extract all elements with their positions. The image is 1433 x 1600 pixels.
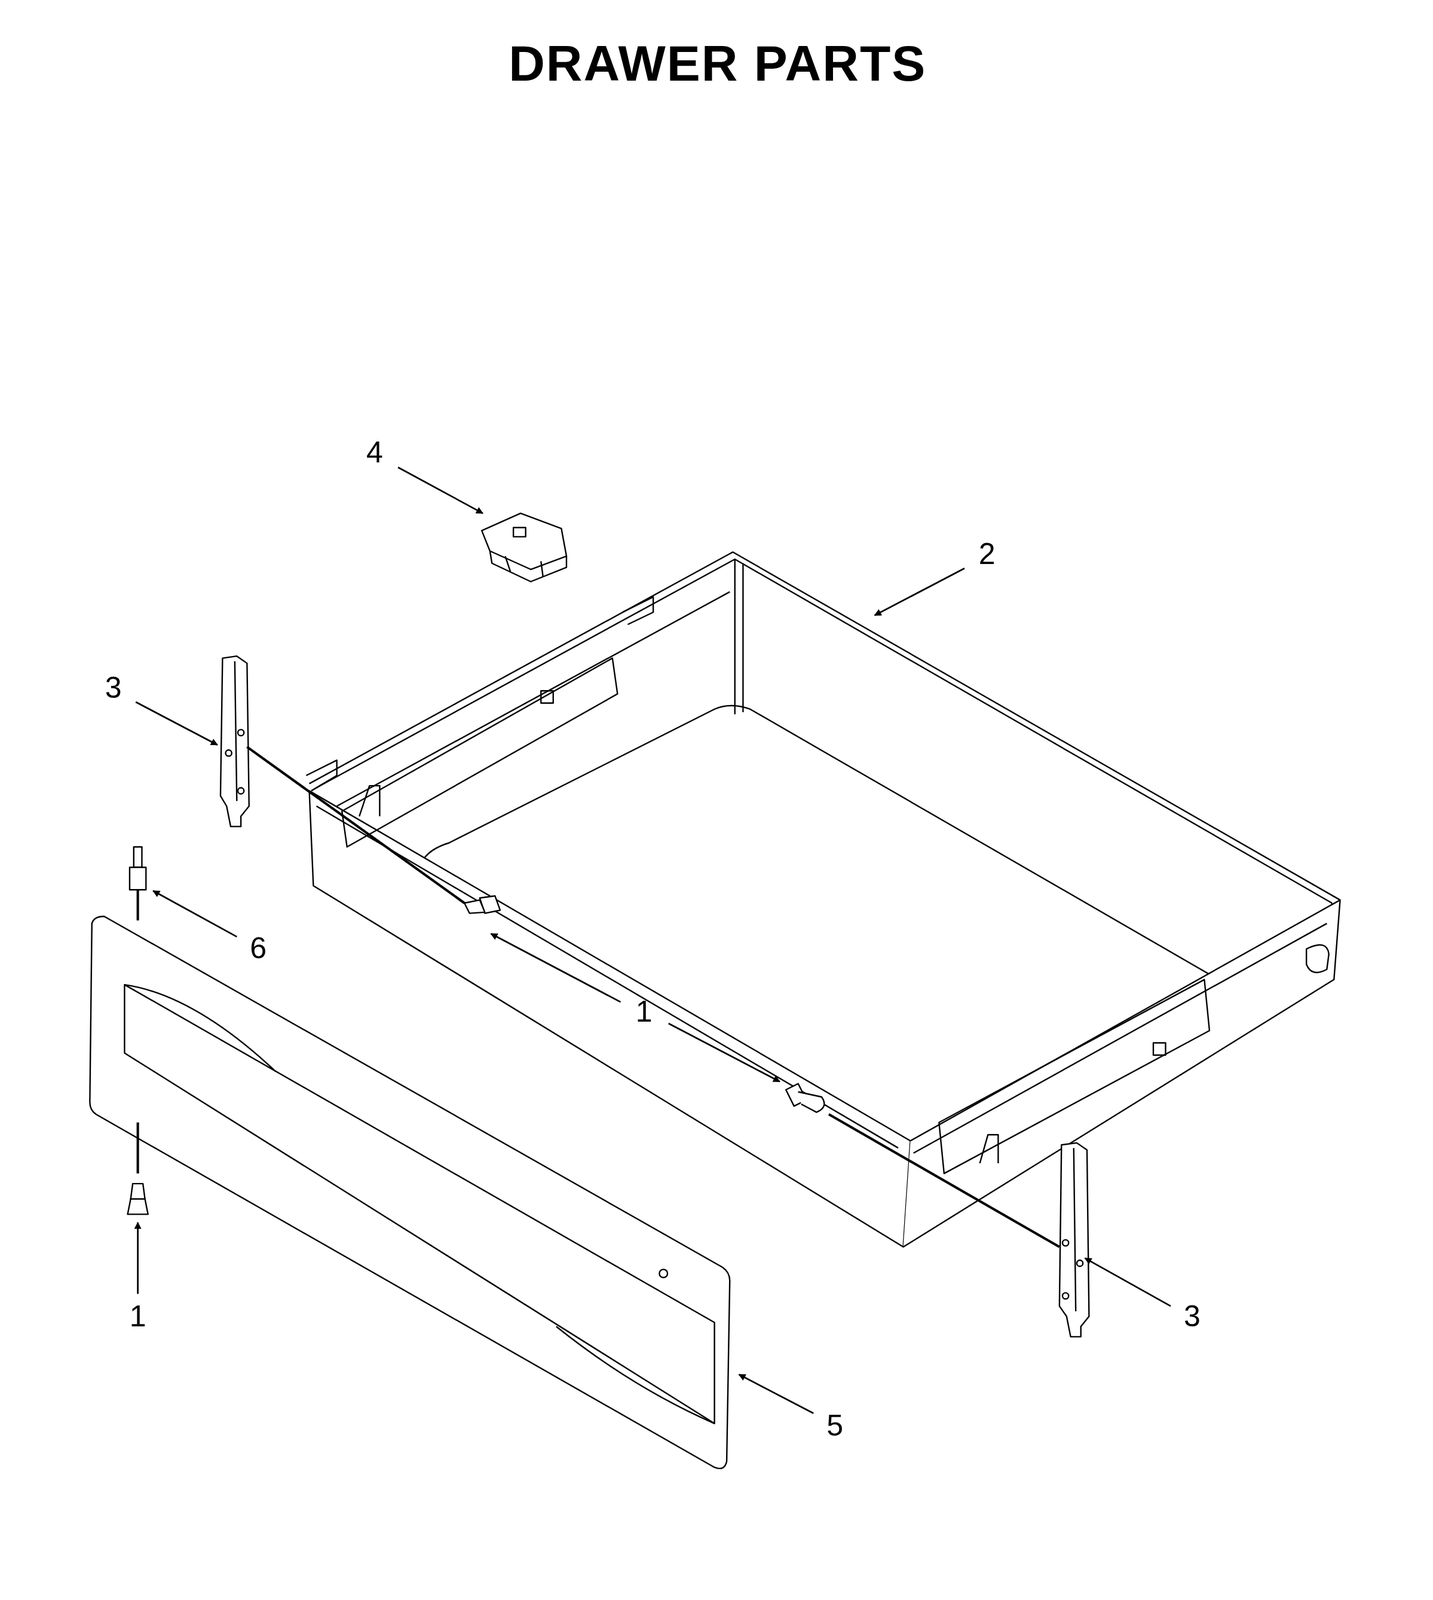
screw-part [127,896,825,1215]
bracket-part [481,513,567,582]
drawer-front [89,916,730,1469]
callout-number: 2 [978,539,996,569]
callout-number: 5 [826,1410,844,1441]
slide-rail [1059,1143,1090,1338]
assembly-line [246,746,1059,1248]
callout-number: 1 [635,996,653,1027]
callout-number: 3 [1183,1301,1201,1332]
callout-number: 4 [366,437,384,468]
diagram-title: DRAWER PARTS [508,38,927,89]
callout-number: 1 [129,1301,147,1332]
leader-arrow [135,467,1171,1414]
pin-part [129,847,146,921]
slide-rail [220,656,250,827]
callout-number: 3 [105,672,122,703]
callout-number: 6 [249,933,267,964]
